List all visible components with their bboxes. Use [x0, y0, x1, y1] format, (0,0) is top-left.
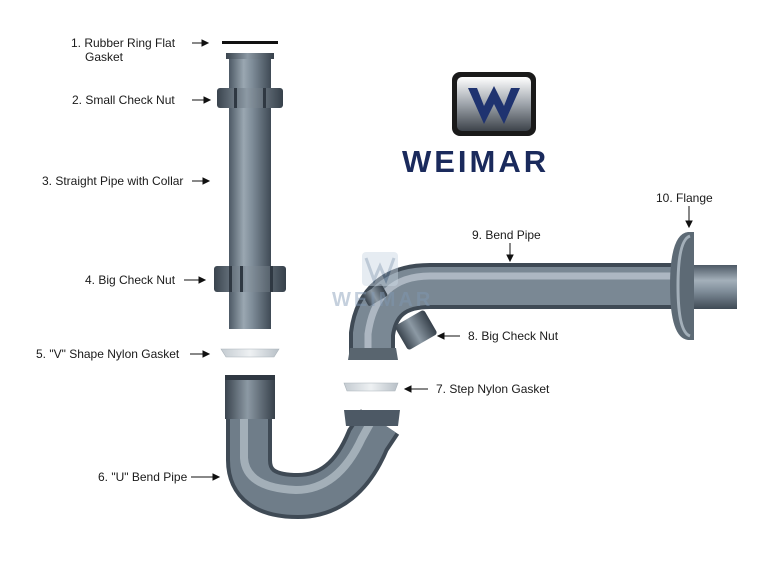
rubber-ring-flat-gasket: [222, 41, 278, 44]
flange: [670, 232, 737, 340]
label-rubber-ring-flat-gasket: 1. Rubber Ring Flat: [71, 36, 176, 50]
label-v-shape-nylon-gasket: 5. "V" Shape Nylon Gasket: [36, 347, 180, 361]
arrow-5: [190, 350, 211, 358]
watermark: WEIMAR: [332, 252, 433, 311]
callout-arrows: [184, 39, 693, 481]
arrow-1: [192, 39, 210, 47]
u-bend-pipe: [225, 375, 400, 520]
arrow-8: [436, 332, 460, 340]
arrow-4: [184, 276, 207, 284]
label-flange: 10. Flange: [656, 191, 713, 205]
logo-w-mark: [468, 86, 520, 124]
label-bend-pipe: 9. Bend Pipe: [472, 228, 541, 242]
arrow-3: [192, 177, 211, 185]
pipe-collar: [226, 53, 274, 59]
small-check-nut: [217, 88, 283, 108]
label-big-check-nut-upper: 4. Big Check Nut: [85, 273, 176, 287]
label-big-check-nut-lower: 8. Big Check Nut: [468, 329, 559, 343]
part-labels: 1. Rubber Ring Flat Gasket 2. Small Chec…: [36, 36, 713, 484]
v-shape-nylon-gasket: [220, 348, 280, 358]
arrow-7: [403, 385, 428, 393]
label-u-bend-pipe: 6. "U" Bend Pipe: [98, 470, 188, 484]
watermark-text: WEIMAR: [332, 289, 433, 311]
arrow-9: [506, 243, 514, 263]
label-straight-pipe-with-collar: 3. Straight Pipe with Collar: [42, 174, 183, 188]
bend-pipe: [348, 263, 676, 360]
label-rubber-ring-flat-gasket-line2: Gasket: [85, 50, 124, 64]
label-step-nylon-gasket: 7. Step Nylon Gasket: [436, 382, 550, 396]
arrow-6: [191, 473, 221, 481]
brand-logo: WEIMAR: [402, 72, 549, 179]
big-check-nut-upper: [214, 266, 286, 292]
arrow-10: [685, 206, 693, 229]
label-small-check-nut: 2. Small Check Nut: [72, 93, 175, 107]
arrow-2: [192, 96, 212, 104]
brand-name: WEIMAR: [402, 144, 549, 179]
big-check-nut-lower: [362, 284, 437, 350]
step-nylon-gasket: [343, 382, 399, 392]
